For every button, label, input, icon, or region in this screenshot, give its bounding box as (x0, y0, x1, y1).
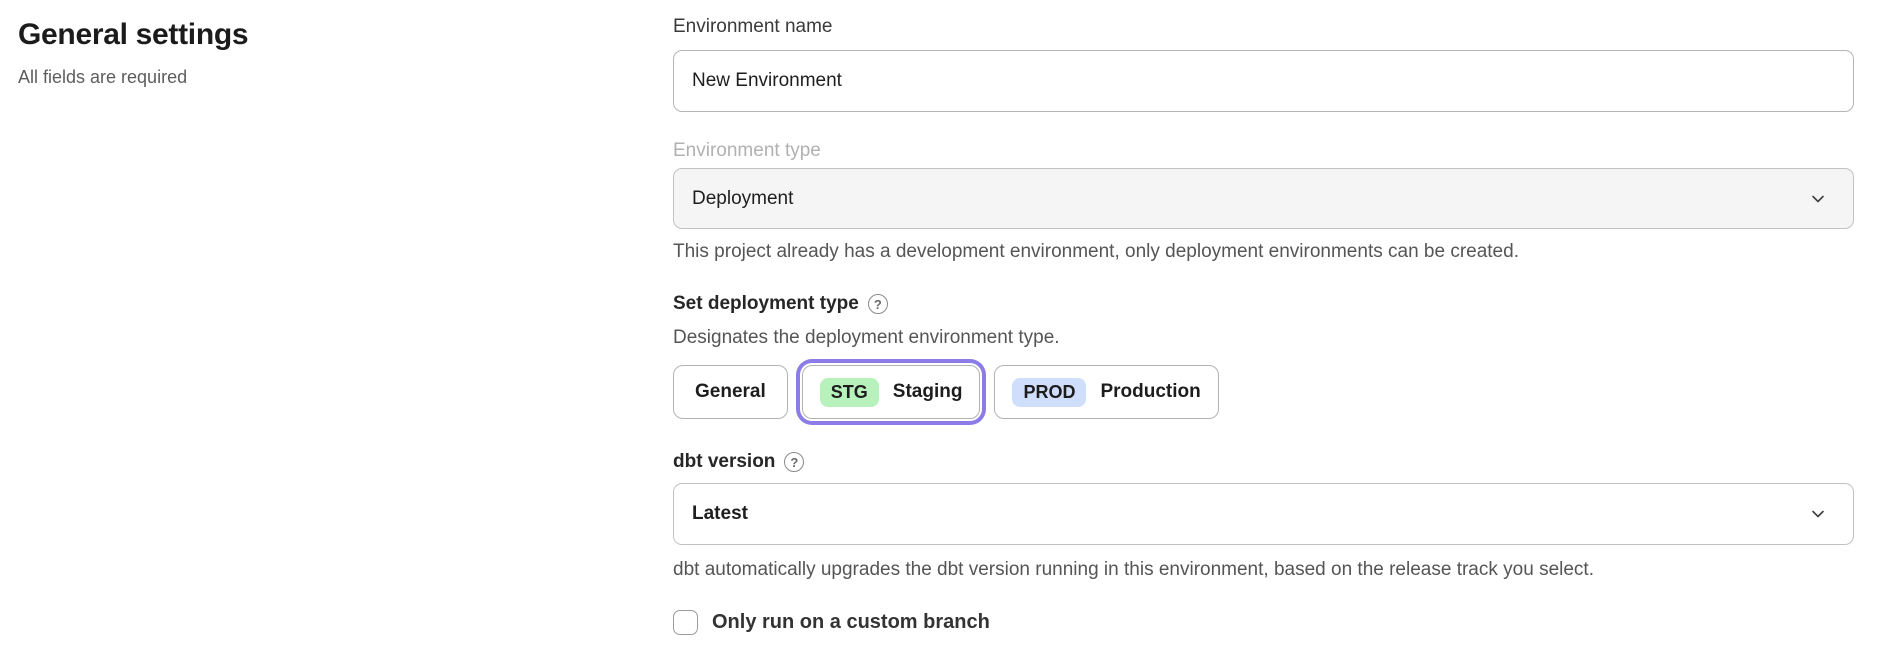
deployment-type-general-button[interactable]: General (673, 365, 788, 419)
environment-name-input[interactable] (673, 50, 1854, 112)
deployment-type-production-button[interactable]: PROD Production (994, 365, 1219, 419)
production-badge: PROD (1012, 377, 1087, 407)
dbt-version-select[interactable]: Latest (673, 483, 1854, 545)
general-settings-form: Environment name Environment type Deploy… (673, 14, 1854, 635)
general-button-label: General (695, 381, 766, 402)
custom-branch-row: Only run on a custom branch (673, 609, 1854, 635)
custom-branch-checkbox[interactable] (673, 609, 698, 635)
page-header: General settings All fields are required (18, 16, 578, 89)
environment-type-helper: This project already has a development e… (673, 241, 1519, 262)
environment-type-value: Deployment (692, 187, 794, 209)
page-title: General settings (18, 18, 249, 51)
deployment-type-staging-button[interactable]: STG Staging (801, 365, 981, 419)
chevron-down-icon (1809, 505, 1827, 523)
dbt-version-helper: dbt automatically upgrades the dbt versi… (673, 559, 1594, 580)
staging-badge: STG (819, 377, 879, 407)
deployment-type-helper: Designates the deployment environment ty… (673, 327, 1060, 348)
chevron-down-icon (1809, 190, 1827, 208)
deployment-type-label-text: Set deployment type (673, 293, 859, 314)
environment-type-select[interactable]: Deployment (673, 168, 1854, 229)
custom-branch-label[interactable]: Only run on a custom branch (712, 611, 990, 633)
dbt-version-value: Latest (692, 503, 748, 524)
environment-type-label: Environment type (673, 140, 821, 161)
dbt-version-label-text: dbt version (673, 451, 776, 472)
deployment-type-button-group: General STG Staging PROD Production (673, 365, 1854, 419)
production-button-label: Production (1100, 381, 1201, 402)
environment-name-label: Environment name (673, 16, 833, 37)
help-icon[interactable]: ? (784, 452, 805, 472)
help-icon[interactable]: ? (867, 294, 888, 314)
dbt-version-label: dbt version ? (673, 449, 1854, 475)
staging-button-label: Staging (892, 381, 963, 402)
page-subtitle: All fields are required (18, 67, 188, 87)
deployment-type-label: Set deployment type ? (673, 291, 1854, 317)
